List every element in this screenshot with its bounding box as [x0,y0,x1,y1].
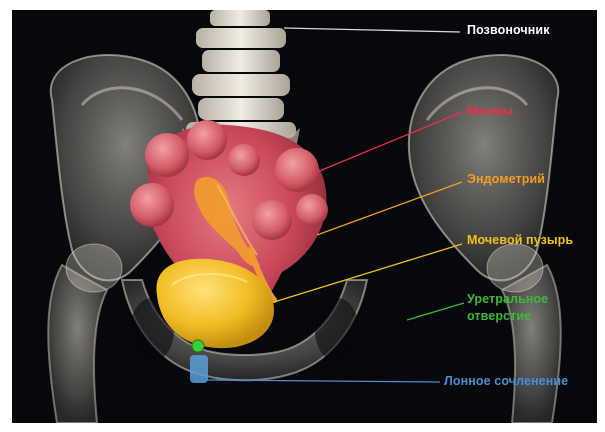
label-pubic-symphysis: Лонное сочленение [444,374,568,389]
label-endometrium: Эндометрий [467,172,545,187]
label-urethral-line2: отверстие [467,309,531,324]
myoma [296,194,328,226]
myoma [252,200,292,240]
illustration-frame: Позвоночник Миомы Эндометрий Мочевой пуз… [12,10,597,423]
pelvis-anatomy-illustration [12,10,597,423]
label-urethral-line1: Уретральное [467,292,548,307]
myoma [275,148,319,192]
pubic-symphysis-marker [190,355,208,383]
myoma [187,120,227,160]
myoma [130,183,174,227]
label-myomas: Миомы [467,104,513,119]
myoma [145,133,189,177]
urethral-opening-marker [192,340,204,352]
label-bladder: Мочевой пузырь [467,233,573,248]
label-spine: Позвоночник [467,23,550,38]
myoma [228,144,260,176]
